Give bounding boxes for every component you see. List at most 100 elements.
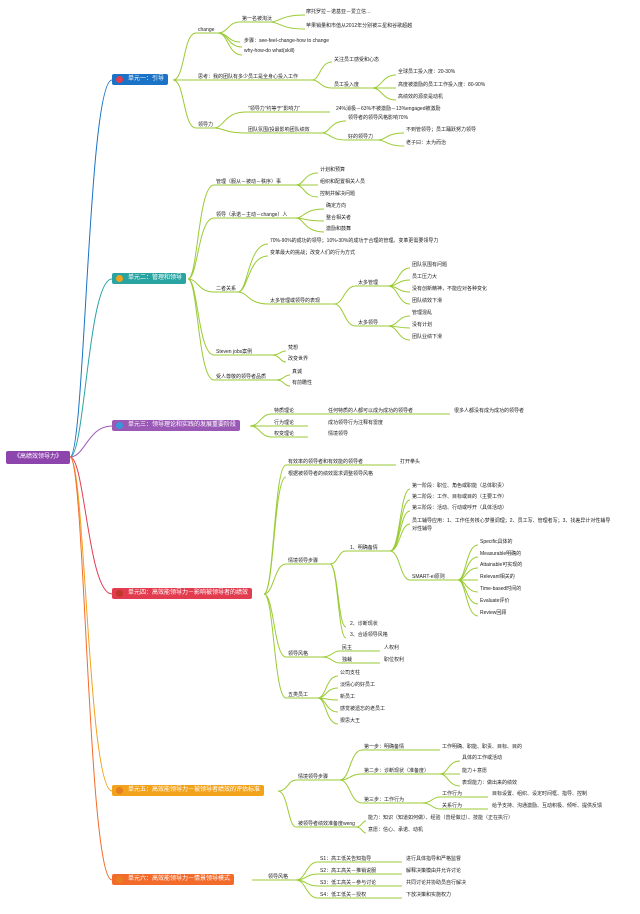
node-adjust-style[interactable]: 根据被领导者的绩效需求调整领导风格: [288, 471, 374, 477]
node-tl-c[interactable]: 团队业绩下滑: [412, 334, 443, 340]
node-u6-style[interactable]: 领导风格: [268, 874, 289, 880]
node-management[interactable]: 管理（服从－被动－秩序）事: [216, 179, 282, 185]
node-s3-a[interactable]: 共同讨论并协助员自行解决: [406, 880, 467, 886]
node-investment[interactable]: 员工投入度: [334, 82, 360, 88]
node-autocratic[interactable]: 独裁: [342, 657, 353, 663]
node-employee-d[interactable]: 感觉被遗忘的老员工: [340, 706, 386, 712]
node-coaching-apply-2[interactable]: 对性辅导: [412, 526, 433, 532]
node-investment-a[interactable]: 全球员工投入度：20-30%: [398, 69, 456, 75]
node-democratic[interactable]: 民主: [342, 645, 353, 651]
node-personal-power[interactable]: 人权利: [384, 645, 400, 651]
node-u5-step-3[interactable]: 第三步：工作行为: [364, 797, 405, 803]
node-u5-step-2-c[interactable]: 表现能力：做出来的绩效: [462, 780, 518, 786]
node-readiness-ability[interactable]: 能力：知识（知道如何做）、经验（曾经做过）、技能（正在执行）: [368, 815, 514, 821]
node-relation-c[interactable]: 太多管理或领导的表现: [270, 298, 321, 304]
node-first-eliminated[interactable]: 第一名被淘汰: [242, 16, 273, 22]
node-change[interactable]: change: [198, 27, 215, 33]
node-readiness[interactable]: 被领导者绩效准备度weng: [298, 821, 355, 827]
node-jobs-b[interactable]: 改变世界: [288, 356, 309, 362]
node-jobs-a[interactable]: 梵想: [288, 345, 299, 351]
node-leading-a[interactable]: 确定方向: [326, 203, 347, 209]
node-coaching-apply[interactable]: 员工辅导应用：1、工作任务核心梦量调理；2、员工写、管理者写；3、找差异计对性辅…: [412, 518, 611, 524]
node-leading-b[interactable]: 整合相关者: [326, 215, 352, 221]
node-leadership-a[interactable]: "领导力"约等于"影响力": [248, 106, 301, 112]
unit-1-topic[interactable]: 单元一：引导: [112, 74, 169, 85]
node-investment-c[interactable]: 高绩效的源泉是动机: [398, 94, 444, 100]
node-tm-d[interactable]: 团队绩效下滑: [412, 298, 443, 304]
node-step-2[interactable]: 2、诊断现状: [350, 621, 378, 627]
node-leadership-b1[interactable]: 领导者的领导风格影响70%: [348, 115, 409, 121]
node-trait-theory[interactable]: 特质理论: [274, 408, 295, 414]
node-why-how[interactable]: why-how-do what(skill): [244, 48, 295, 54]
node-care[interactable]: 关注员工感受和心态: [334, 57, 380, 63]
node-leadership-b2[interactable]: 好的领导力: [348, 134, 374, 140]
unit-2-topic[interactable]: 单元二：管理和领导: [112, 273, 187, 284]
node-s4-a[interactable]: 下放决策和实施权力: [406, 892, 452, 898]
node-stage-3[interactable]: 第三阶段：活动、行动或呼开（具体活动）: [412, 505, 508, 511]
node-u5-step-2-a[interactable]: 具体的工作或活动: [462, 755, 503, 761]
node-situational-steps[interactable]: 情境领导步骤: [288, 558, 319, 564]
node-employee-a[interactable]: 公司支柱: [340, 670, 361, 676]
node-tm-b[interactable]: 员工压力大: [412, 274, 438, 280]
node-respect-a[interactable]: 真诚: [292, 369, 303, 375]
node-smart-i[interactable]: Review回顾: [480, 610, 507, 616]
node-relation[interactable]: 二者关系: [216, 286, 237, 292]
node-s2[interactable]: S2：高工高关－推销说服: [320, 868, 377, 874]
node-management-a[interactable]: 计划和预算: [320, 167, 346, 173]
node-smart-m[interactable]: Measurable明确的: [480, 551, 522, 557]
node-u5-step-2-b[interactable]: 能力＋意愿: [462, 768, 488, 774]
node-think[interactable]: 思考：我的团队有多少员工是全身心投入工作: [198, 74, 299, 80]
node-step-3[interactable]: 3、合适领导风格: [350, 632, 388, 638]
node-s4[interactable]: S4：低工低关－授权: [320, 892, 367, 898]
node-task-behavior[interactable]: 工作行为: [442, 791, 463, 797]
node-leadership[interactable]: 领导力: [198, 122, 214, 128]
root-topic[interactable]: 《高绩效领导力》: [6, 451, 70, 464]
node-contingency-theory[interactable]: 权变理论: [274, 431, 295, 437]
node-management-c[interactable]: 控制并解决问题: [320, 191, 356, 197]
node-tm-a[interactable]: 团队氛围有问题: [412, 262, 448, 268]
node-leading[interactable]: 领导（承诺－主动－change）人: [216, 212, 288, 218]
node-relation-b[interactable]: 变革最大的挑战；改变人们的行为方式: [270, 250, 356, 256]
unit-4-topic[interactable]: 单元四：高效能领导力－影响被领导者的绩效: [112, 588, 253, 599]
unit-6-topic[interactable]: 单元六：高效能领导力－情景领导模式: [112, 874, 235, 885]
node-behavior-a[interactable]: 成功领导行为注释有雷度: [328, 420, 384, 426]
node-first-eliminated-a[interactable]: 摩托罗拉－诺基亚－爱立信…: [306, 9, 372, 15]
node-smart-e[interactable]: Evaluate评价: [480, 598, 510, 604]
node-respected-qualities[interactable]: 受人尊敬的领导者品质: [216, 374, 267, 380]
node-u5-situational-steps[interactable]: 情境领导步骤: [298, 774, 329, 780]
node-s1-a[interactable]: 进行具体指导和严格监督: [406, 856, 462, 862]
node-step-1[interactable]: 1、明确备情: [350, 545, 378, 551]
node-leadership-b2a[interactable]: 不到管领导；员工踊跃努力领导: [406, 127, 477, 133]
unit-3-topic[interactable]: 单元三：领导理论和实践的发展重要阶段: [112, 420, 241, 431]
node-respect-b[interactable]: 有前瞻性: [292, 380, 313, 386]
node-change-steps[interactable]: 步骤：see-feel-change-how to change: [244, 38, 330, 44]
node-leadership-b[interactable]: 团队氛围(投最影响团队绩效: [248, 127, 310, 133]
node-trait-b[interactable]: 很多人都没有成为成功的领导者: [454, 408, 525, 414]
node-s3[interactable]: S3：低工高关－参与讨论: [320, 880, 377, 886]
node-open-fist[interactable]: 打开拳头: [400, 459, 421, 465]
node-management-b[interactable]: 组织和配置相关人员: [320, 179, 366, 185]
node-smart-s[interactable]: Specific具体的: [480, 539, 513, 545]
node-relation-behavior[interactable]: 关系行为: [442, 803, 463, 809]
node-stage-1[interactable]: 第一阶段：职位、角色或职能（总体职责）: [412, 483, 508, 489]
node-efficient-vs-effective[interactable]: 有效率的领导者和有效能的领导者: [288, 459, 364, 465]
node-u5-step-2[interactable]: 第二步：诊断现状（准备度）: [364, 768, 430, 774]
node-leadership-b2b[interactable]: 老子曰：太为而治: [406, 140, 447, 146]
node-five-employees[interactable]: 五类员工: [288, 692, 309, 698]
node-relation-a[interactable]: 70%-90%的成功的领导；10%-30%的成功于合理的管理。变革更需要领导力: [270, 238, 439, 244]
node-employee-e[interactable]: 狠思大王: [340, 718, 361, 724]
node-s1[interactable]: S1：高工低关告知指导: [320, 856, 372, 862]
node-employee-b[interactable]: 淡情心的好员工: [340, 682, 376, 688]
node-u5-step-1[interactable]: 第一步：明确备情: [364, 744, 405, 750]
node-smart[interactable]: SMART-ei原则: [412, 574, 445, 580]
unit-5-topic[interactable]: 单元五：高效能领导力－被领导者绩效的评估标准: [112, 785, 265, 796]
node-s2-a[interactable]: 解释决策模由并允许讨论: [406, 868, 462, 874]
node-behavior-theory[interactable]: 行为理论: [274, 420, 295, 426]
node-stage-2[interactable]: 第二阶段：工作、目标或目的（主要工作）: [412, 494, 508, 500]
node-task-behavior-a[interactable]: 目标设置、组织、设定时间框、指导、控制: [492, 791, 588, 797]
node-leadership-a2[interactable]: 24%消极－63%不被激励－13%engaged被激励: [336, 106, 441, 112]
node-tm-c[interactable]: 没有创新精神，不能应对各种变化: [412, 286, 488, 292]
node-smart-t[interactable]: Time-based时间的: [480, 586, 522, 592]
node-too-much-management[interactable]: 太多管理: [358, 280, 379, 286]
node-readiness-willing[interactable]: 意愿：信心、承诺、动机: [368, 827, 424, 833]
